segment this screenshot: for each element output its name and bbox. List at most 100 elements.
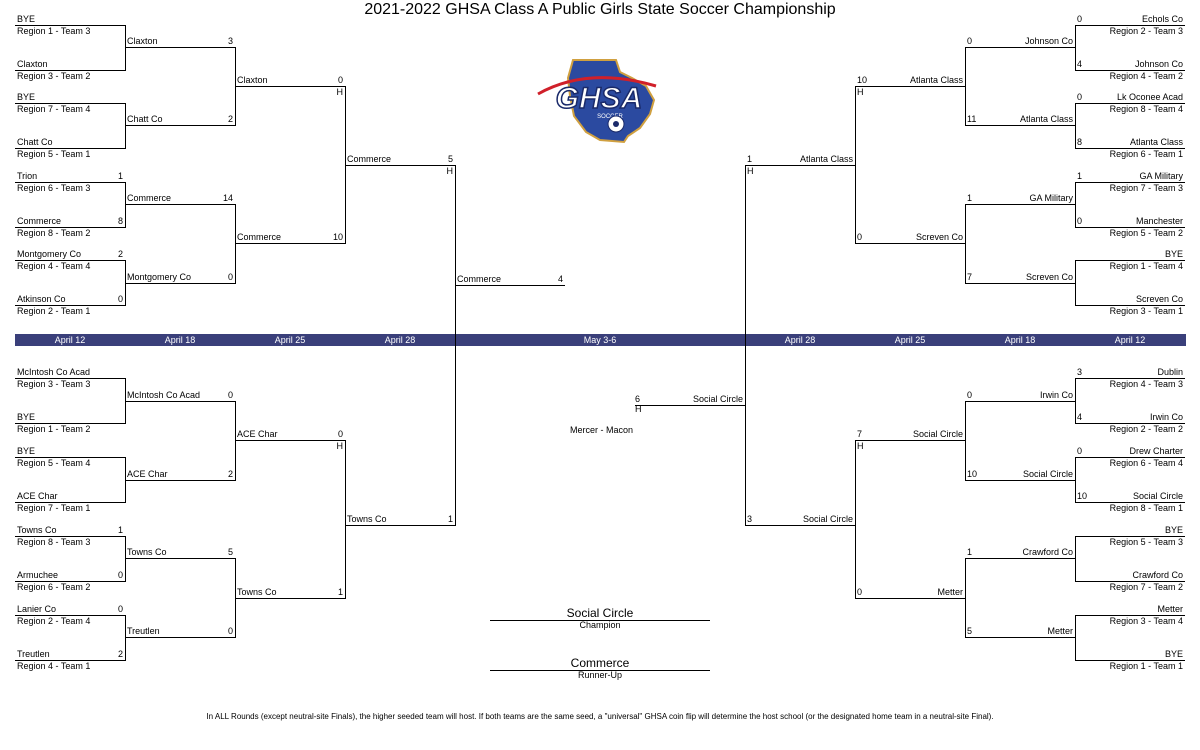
team-name: Johnson Co bbox=[1134, 59, 1183, 69]
bracket-line bbox=[15, 457, 125, 458]
team-score: 10 bbox=[967, 469, 978, 479]
date-label: April 12 bbox=[1114, 335, 1146, 345]
bracket-line bbox=[125, 558, 235, 559]
team-score: 1 bbox=[967, 193, 973, 203]
team-score: 5 bbox=[227, 547, 233, 557]
bracket-line bbox=[1075, 660, 1185, 661]
bracket-line bbox=[1075, 148, 1185, 149]
host-marker: H bbox=[747, 166, 754, 176]
svg-text:GHSA: GHSA bbox=[556, 82, 643, 115]
runner-up-team: Commerce bbox=[570, 656, 630, 670]
team-name: BYE bbox=[17, 412, 36, 422]
team-score: 0 bbox=[227, 272, 233, 282]
team-name: Commerce bbox=[127, 193, 172, 203]
bracket-line bbox=[965, 125, 1075, 126]
bracket-line bbox=[965, 401, 1075, 402]
team-name: Commerce bbox=[17, 216, 62, 226]
team-score: 0 bbox=[857, 587, 863, 597]
bracket-line bbox=[965, 47, 966, 126]
team-score: 3 bbox=[747, 514, 753, 524]
bracket-line bbox=[125, 25, 126, 71]
bracket-line bbox=[125, 182, 126, 228]
team-score: 0 bbox=[1077, 14, 1083, 24]
team-seed: Region 3 - Team 2 bbox=[17, 71, 91, 81]
team-score: 5 bbox=[447, 154, 453, 164]
bracket-line bbox=[1075, 103, 1185, 104]
bracket-line bbox=[965, 401, 966, 481]
team-name: Lanier Co bbox=[17, 604, 57, 614]
team-seed: Region 1 - Team 4 bbox=[1109, 261, 1183, 271]
runner-up-line bbox=[490, 670, 710, 671]
team-seed: Region 2 - Team 2 bbox=[1109, 424, 1183, 434]
bracket-line bbox=[1075, 305, 1185, 306]
host-marker: H bbox=[857, 87, 864, 97]
team-seed: Region 7 - Team 3 bbox=[1109, 183, 1183, 193]
team-score: 0 bbox=[337, 75, 343, 85]
bracket-line bbox=[15, 305, 125, 306]
team-name: Commerce bbox=[457, 274, 502, 284]
team-score: 0 bbox=[857, 232, 863, 242]
bracket-line bbox=[1075, 260, 1185, 261]
team-name: Treutlen bbox=[17, 649, 50, 659]
bracket-line bbox=[745, 525, 855, 526]
host-marker: H bbox=[446, 166, 454, 176]
team-name: BYE bbox=[17, 446, 36, 456]
date-label: April 25 bbox=[894, 335, 926, 345]
bracket-line bbox=[965, 558, 966, 638]
bracket-line bbox=[635, 405, 745, 406]
team-seed: Region 7 - Team 1 bbox=[17, 503, 91, 513]
team-seed: Region 4 - Team 2 bbox=[1109, 71, 1183, 81]
team-score: 14 bbox=[222, 193, 233, 203]
team-score: 2 bbox=[227, 114, 233, 124]
bracket-line bbox=[965, 637, 1075, 638]
team-seed: Region 3 - Team 3 bbox=[17, 379, 91, 389]
bracket-line bbox=[125, 103, 126, 149]
bracket-line bbox=[1075, 103, 1076, 149]
team-score: 11 bbox=[967, 114, 977, 124]
team-score: 2 bbox=[117, 649, 123, 659]
bracket-line bbox=[745, 165, 855, 166]
team-name: Atlanta Class bbox=[1019, 114, 1073, 124]
team-score: 0 bbox=[117, 294, 123, 304]
host-marker: H bbox=[857, 441, 864, 451]
bracket-line bbox=[1075, 182, 1076, 228]
bracket-line bbox=[1075, 227, 1185, 228]
team-name: BYE bbox=[1164, 249, 1183, 259]
team-score: 2 bbox=[117, 249, 123, 259]
host-marker: H bbox=[635, 404, 642, 414]
team-name: Social Circle bbox=[802, 514, 853, 524]
bracket-line bbox=[345, 440, 346, 599]
team-seed: Region 7 - Team 4 bbox=[17, 104, 91, 114]
team-name: ACE Char bbox=[17, 491, 58, 501]
bracket-line bbox=[15, 227, 125, 228]
final-venue: Mercer - Macon bbox=[570, 425, 634, 435]
team-name: McIntosh Co Acad bbox=[17, 367, 91, 377]
champion-line bbox=[490, 620, 710, 621]
bracket-line bbox=[235, 204, 236, 284]
team-name: Atkinson Co bbox=[17, 294, 66, 304]
team-name: Armuchee bbox=[17, 570, 59, 580]
team-name: McIntosh Co Acad bbox=[127, 390, 201, 400]
team-name: Screven Co bbox=[1135, 294, 1183, 304]
bracket-line bbox=[745, 165, 746, 526]
bracket-line bbox=[1075, 457, 1185, 458]
team-score: 1 bbox=[967, 547, 973, 557]
bracket-line bbox=[855, 440, 856, 599]
bracket-line bbox=[125, 536, 126, 582]
date-band: April 12 April 18 April 25 April 28 May … bbox=[15, 334, 1186, 346]
team-seed: Region 2 - Team 1 bbox=[17, 306, 91, 316]
bracket-line bbox=[235, 86, 345, 87]
bracket-line bbox=[1075, 457, 1076, 503]
bracket-line bbox=[1075, 423, 1185, 424]
team-name: GA Military bbox=[1029, 193, 1073, 203]
team-name: Crawford Co bbox=[1132, 570, 1183, 580]
team-score: 10 bbox=[857, 75, 868, 85]
team-name: Commerce bbox=[347, 154, 392, 164]
bracket-line bbox=[855, 86, 856, 244]
team-name: Social Circle bbox=[1022, 469, 1073, 479]
team-score: 3 bbox=[1077, 367, 1083, 377]
team-seed: Region 8 - Team 2 bbox=[17, 228, 91, 238]
team-score: 0 bbox=[117, 604, 123, 614]
team-seed: Region 8 - Team 3 bbox=[17, 537, 91, 547]
